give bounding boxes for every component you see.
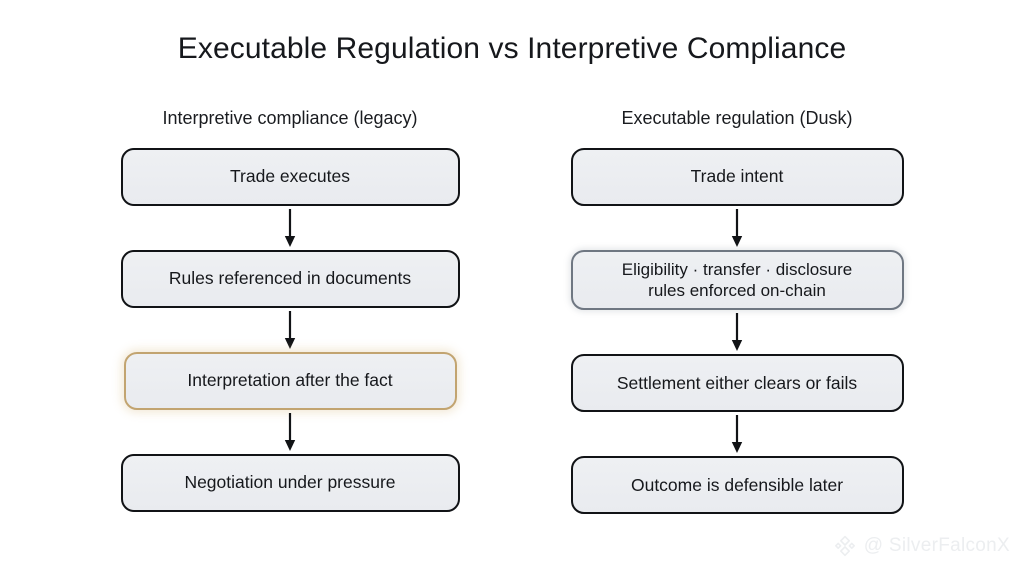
diagram-columns: Interpretive compliance (legacy) Trade e… — [0, 108, 1024, 515]
arrow-down-icon — [730, 412, 744, 456]
page-title: Executable Regulation vs Interpretive Co… — [177, 32, 847, 65]
diamond-logo-icon — [833, 534, 857, 558]
flow-node-outcome-defensible-later[interactable]: Outcome is defensible later — [570, 456, 904, 515]
watermark-handle: @ SilverFalconX — [863, 535, 1010, 556]
column-header-right: Executable regulation (Dusk) — [621, 108, 853, 128]
arrow-down-icon — [283, 206, 297, 250]
arrow-down-icon — [730, 206, 744, 250]
flow-node-trade-executes[interactable]: Trade executes — [120, 147, 460, 206]
arrow-down-icon — [283, 410, 297, 454]
flow-node-interpretation-after-the-fact[interactable]: Interpretation after the fact — [123, 351, 457, 410]
flow-node-trade-intent[interactable]: Trade intent — [570, 147, 904, 206]
column-header-left: Interpretive compliance (legacy) — [162, 108, 418, 128]
arrow-down-icon — [730, 310, 744, 354]
flow-node-line-1: Eligibility · transfer · disclosure — [621, 259, 853, 279]
flow-node-rules-referenced[interactable]: Rules referenced in documents — [120, 249, 460, 308]
flow-node-negotiation-under-pressure[interactable]: Negotiation under pressure — [120, 453, 460, 512]
flow-node-settlement-clears-or-fails[interactable]: Settlement either clears or fails — [570, 354, 904, 413]
flow-node-line-2: rules enforced on-chain — [648, 281, 826, 300]
column-interpretive-compliance: Interpretive compliance (legacy) Trade e… — [120, 108, 460, 514]
watermark: @ SilverFalconX — [833, 534, 1010, 558]
arrow-down-icon — [283, 308, 297, 352]
column-executable-regulation: Executable regulation (Dusk) Trade inten… — [570, 108, 904, 515]
flow-node-rules-enforced-on-chain[interactable]: Eligibility · transfer · disclosure rule… — [570, 249, 904, 311]
